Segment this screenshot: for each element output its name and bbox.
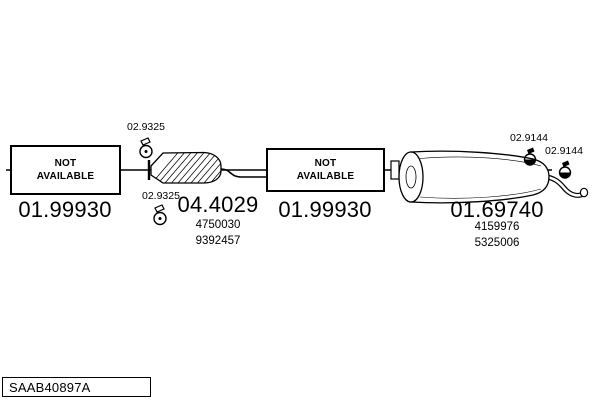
part-number-front-pipe: 01.99930 [18,197,112,222]
muffler-drawing [390,150,589,204]
oe-number-muffler-1: 4159976 [474,221,520,233]
oe-number-catalyst-1: 4750030 [195,219,241,231]
clamp-icon-front [139,137,153,159]
not-available-label-front: NOT AVAILABLE [36,158,95,182]
part-number-middle-pipe: 01.99930 [278,197,372,222]
oe-number-muffler-2: 5325006 [474,237,520,249]
catalytic-converter-drawing [147,151,266,184]
hanger-icon-tailpipe [558,160,572,179]
part-number-catalyst: 04.4029 [177,192,259,217]
not-available-box-middle: NOT AVAILABLE [266,148,385,192]
part-number-rear-muffler: 01.69740 [450,197,544,222]
not-available-box-front: NOT AVAILABLE [10,145,121,195]
part-number-hanger-1: 02.9144 [510,132,548,144]
hanger-icon-muffler [523,147,537,166]
clamp-icon-catalyst [153,204,167,226]
not-available-label-middle: NOT AVAILABLE [296,158,355,182]
part-number-front-clamp: 02.9325 [127,121,165,133]
drawing-code-box: SAAB40897A [2,377,151,397]
part-number-hanger-2: 02.9144 [545,145,583,157]
part-number-catalyst-clamp: 02.9325 [142,190,180,202]
drawing-code: SAAB40897A [9,379,91,395]
oe-number-catalyst-2: 9392457 [195,235,241,247]
